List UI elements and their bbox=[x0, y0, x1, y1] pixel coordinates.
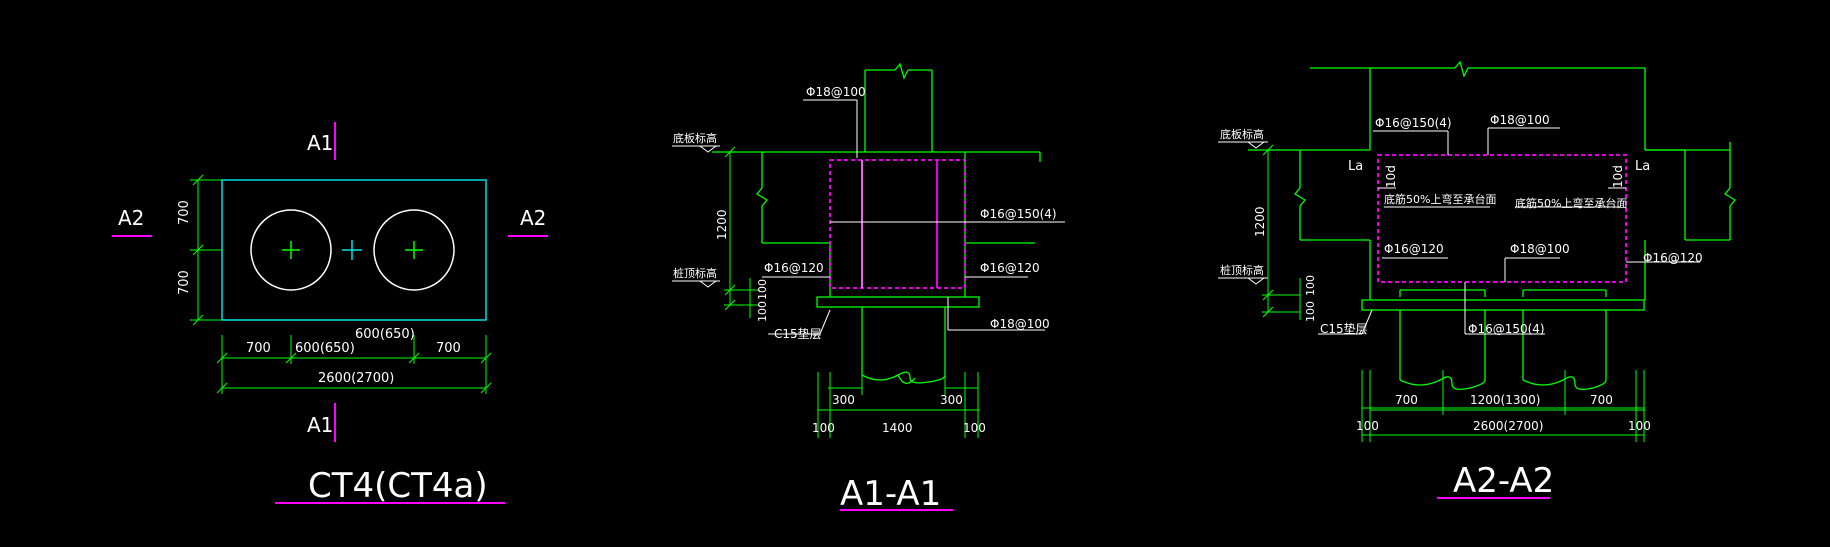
a1-rebar-top: Φ18@100 bbox=[806, 85, 866, 99]
a1-dim-1400: 1400 bbox=[882, 421, 913, 435]
a2-label-bottom-elev: 底板标高 bbox=[1220, 127, 1264, 141]
a2-rebar-top-right: Φ18@100 bbox=[1490, 113, 1550, 127]
a2-cushion: C15垫层 bbox=[1320, 321, 1368, 336]
a2-rebar-mid-right: Φ16@120 bbox=[1643, 251, 1703, 265]
a2-rebar-mid-center: Φ18@100 bbox=[1510, 242, 1570, 256]
section-a2: 底板标高 桩顶标高 Φ16@150(4) Φ18@100 La La 10d 1… bbox=[1218, 60, 1736, 501]
section-label-a1-top: A1 bbox=[307, 131, 333, 155]
a2-dim-100-right: 100 bbox=[1628, 419, 1651, 433]
a2-rebar-bottom: Φ16@150(4) bbox=[1468, 322, 1545, 336]
a2-dim-small-2: 100 bbox=[1304, 301, 1317, 322]
a2-dim-height: 1200 bbox=[1253, 206, 1267, 237]
a1-horizontal-dims bbox=[817, 372, 980, 438]
a2-vertical-dims bbox=[1262, 144, 1301, 320]
a2-rebar-top-left: Φ16@150(4) bbox=[1375, 116, 1452, 130]
a1-rebar-bottom: Φ18@100 bbox=[990, 317, 1050, 331]
a1-title: A1-A1 bbox=[840, 474, 941, 514]
a1-dim-small-2: 100 bbox=[756, 301, 769, 322]
a2-dim-100-left: 100 bbox=[1356, 419, 1379, 433]
section-label-a2-right: A2 bbox=[520, 206, 546, 230]
plan-dim-bottom-half: 700 bbox=[177, 270, 192, 295]
section-label-a1-bottom: A1 bbox=[307, 413, 333, 437]
a2-dim-right: 700 bbox=[1590, 393, 1613, 407]
pile-right bbox=[373, 209, 455, 291]
a2-elev-symbols bbox=[1218, 141, 1268, 285]
plan-view: A1 A1 A2 A2 700 700 bbox=[112, 122, 548, 506]
a2-10d-right: 10d bbox=[1611, 165, 1625, 188]
section-label-a2-left: A2 bbox=[118, 206, 144, 230]
plan-dim-mid-right: 600(650) bbox=[355, 327, 415, 342]
a2-dim-small-1: 100 bbox=[1304, 275, 1317, 296]
section-a1: 底板标高 桩顶标高 Φ18@100 Φ16@150(4) Φ16@120 Φ16… bbox=[672, 62, 1065, 514]
a2-label-top-elev: 桩顶标高 bbox=[1220, 263, 1264, 277]
a1-dim-small-1: 100 bbox=[756, 279, 769, 300]
a1-dim-100-right: 100 bbox=[963, 421, 986, 435]
pile-left bbox=[250, 209, 332, 291]
pile-center-marks bbox=[282, 241, 423, 259]
cap-center-mark bbox=[342, 240, 362, 260]
a2-la-right: La bbox=[1635, 159, 1650, 174]
a1-rebar-left: Φ16@120 bbox=[764, 261, 824, 275]
a1-dim-300-right: 300 bbox=[940, 393, 963, 407]
a1-cushion: C15垫层 bbox=[774, 326, 822, 341]
a1-dim-300-left: 300 bbox=[832, 393, 855, 407]
a2-title: A2-A2 bbox=[1453, 461, 1554, 501]
plan-horizontal-dims bbox=[216, 335, 492, 394]
a1-label-bottom-elev: 底板标高 bbox=[673, 131, 717, 145]
a1-rebar-side: Φ16@150(4) bbox=[980, 207, 1057, 221]
a2-dim-total: 2600(2700) bbox=[1473, 419, 1543, 433]
plan-title: CT4(CT4a) bbox=[308, 466, 488, 506]
plan-dim-left: 700 bbox=[246, 341, 271, 356]
a2-dim-center: 1200(1300) bbox=[1470, 393, 1540, 407]
a1-rebar-right: Φ16@120 bbox=[980, 261, 1040, 275]
a2-note-left: 底筋50%上弯至承台面 bbox=[1384, 192, 1496, 206]
a2-note-right: 底筋50%上弯至承台面 bbox=[1515, 196, 1627, 210]
a2-horizontal-dims bbox=[1361, 370, 1645, 442]
a2-rebar-mid-left: Φ16@120 bbox=[1384, 242, 1444, 256]
a1-dim-100-left: 100 bbox=[812, 421, 835, 435]
a1-label-top-elev: 桩顶标高 bbox=[673, 266, 717, 280]
a2-structure bbox=[1248, 60, 1736, 390]
plan-dim-mid-left: 600(650) bbox=[295, 341, 355, 356]
a1-leaders bbox=[762, 99, 1065, 335]
a2-leaders bbox=[1318, 127, 1700, 335]
plan-dim-top-half: 700 bbox=[177, 200, 192, 225]
a1-dim-height: 1200 bbox=[715, 209, 729, 240]
a1-vertical-dims bbox=[724, 146, 760, 318]
a2-10d-left: 10d bbox=[1384, 165, 1398, 188]
plan-vertical-dims bbox=[190, 174, 222, 326]
a2-dim-left: 700 bbox=[1395, 393, 1418, 407]
a1-elev-symbols bbox=[672, 145, 720, 288]
plan-dim-right: 700 bbox=[436, 341, 461, 356]
a2-rebar-cage bbox=[1377, 154, 1627, 283]
plan-dim-total: 2600(2700) bbox=[318, 371, 394, 386]
a2-la-left: La bbox=[1348, 159, 1363, 174]
a1-column bbox=[712, 62, 1041, 384]
